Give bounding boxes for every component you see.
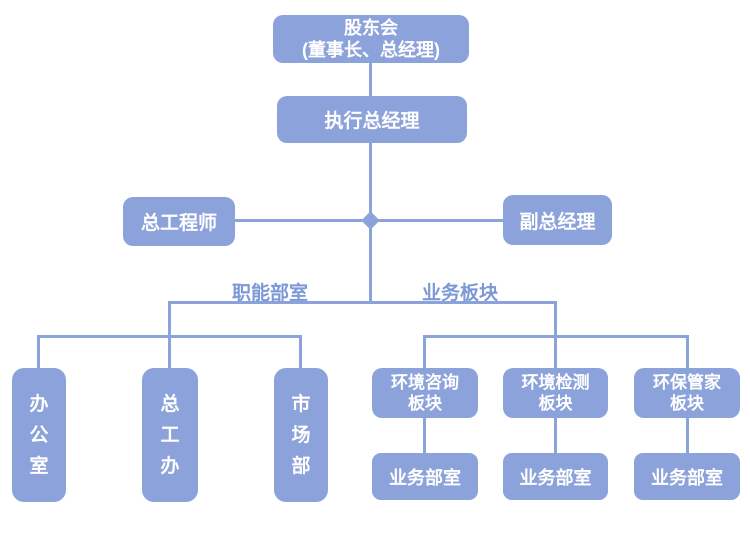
node-label: 执行总经理 bbox=[324, 111, 420, 132]
connector-junction-dot bbox=[361, 211, 380, 230]
node-executive-gm: 执行总经理 bbox=[277, 96, 467, 143]
node-label: 环保管家 bbox=[653, 373, 721, 392]
node-label: 总工程师 bbox=[140, 213, 217, 234]
node-deputy-gm: 副总经理 bbox=[503, 195, 612, 245]
node-shareholders: 股东会 (董事长、总经理) bbox=[273, 15, 469, 63]
node-env-consulting: 环境咨询 板块 bbox=[372, 368, 478, 418]
node-chief-engineer-office: 总工办 bbox=[142, 368, 198, 502]
node-business-dept-testing: 业务部室 bbox=[503, 453, 608, 500]
node-office: 办公室 bbox=[12, 368, 66, 502]
node-business-dept-consulting: 业务部室 bbox=[372, 453, 478, 500]
connector-consulting-stub bbox=[423, 335, 426, 368]
node-label: 市场部 bbox=[291, 393, 311, 477]
connector-marketing-stub bbox=[299, 335, 302, 368]
connector-steward-dept bbox=[686, 418, 689, 454]
connector-functional-bus bbox=[37, 335, 302, 338]
node-label: 板块 bbox=[538, 394, 573, 413]
node-chief-engineer: 总工程师 bbox=[123, 197, 235, 246]
node-marketing-dept: 市场部 bbox=[274, 368, 328, 502]
connector-branch-top bbox=[168, 301, 557, 304]
connector-business-bus bbox=[423, 335, 689, 338]
node-business-dept-steward: 业务部室 bbox=[634, 453, 740, 500]
node-label: 业务部室 bbox=[519, 467, 592, 488]
node-env-testing: 环境检测 板块 bbox=[503, 368, 608, 418]
group-label-business: 业务板块 bbox=[421, 283, 498, 304]
node-label: 环境咨询 bbox=[391, 373, 459, 392]
node-label: 办公室 bbox=[29, 393, 49, 477]
node-label: 股东会 bbox=[344, 18, 398, 38]
node-label: 业务部室 bbox=[651, 467, 723, 488]
connector-steward-stub bbox=[686, 335, 689, 368]
node-label: 业务部室 bbox=[389, 467, 461, 488]
node-label: 总工办 bbox=[160, 393, 180, 477]
connector-shareholders-exec bbox=[369, 63, 372, 97]
connector-testing-dept bbox=[554, 418, 557, 454]
connector-functional-drop bbox=[168, 301, 171, 368]
connector-consulting-dept bbox=[423, 418, 426, 454]
node-env-steward: 环保管家 板块 bbox=[634, 368, 740, 418]
node-label: 副总经理 bbox=[519, 211, 596, 233]
node-label: 板块 bbox=[670, 394, 704, 413]
connector-business-drop bbox=[554, 301, 557, 368]
node-label: 环境检测 bbox=[521, 373, 590, 392]
group-label-functional: 职能部室 bbox=[231, 283, 308, 304]
node-label: (董事长、总经理) bbox=[302, 40, 440, 60]
connector-office-stub bbox=[37, 335, 40, 368]
node-label: 板块 bbox=[408, 394, 442, 413]
